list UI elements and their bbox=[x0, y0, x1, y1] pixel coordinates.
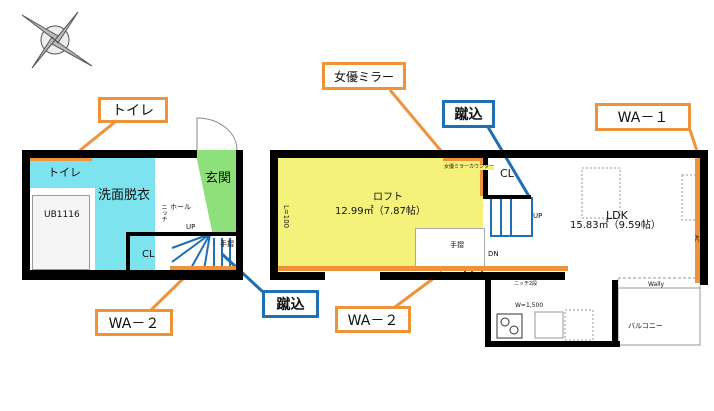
hall-label: ホール bbox=[170, 203, 191, 211]
closet-label: CL bbox=[142, 249, 155, 260]
loft-label: ロフト bbox=[373, 192, 403, 203]
stairs-up-label: UP bbox=[186, 223, 196, 231]
loft-area-label: 12.99㎡（7.87帖） bbox=[335, 206, 426, 217]
stairs-up-label-2f: UP bbox=[533, 212, 543, 220]
callout-wa2-left: WA－２ bbox=[95, 309, 173, 336]
niche-label-2f: ニッチ2段 bbox=[514, 281, 538, 287]
handrail-label-2f: 手摺 bbox=[450, 241, 464, 249]
mirror-counter-accent bbox=[443, 158, 483, 161]
compass-icon bbox=[21, 11, 93, 69]
niche-label: ニッチ bbox=[160, 204, 167, 222]
ldk-label: LDK bbox=[606, 209, 628, 222]
callout-mirror: 女優ミラー bbox=[322, 62, 406, 90]
wall-accent-mirror bbox=[480, 158, 485, 196]
wall-accent-wa1 bbox=[695, 158, 700, 283]
closet-label-2f: CL bbox=[500, 167, 514, 180]
callout-kerikomi-left: 蹴込 bbox=[262, 290, 319, 318]
washroom bbox=[95, 158, 155, 270]
wall-accent-wa2-left bbox=[170, 266, 236, 270]
washroom-label: 洗面脱衣 bbox=[98, 188, 151, 203]
mirror-counter-label: 女優ミラーカウンター bbox=[444, 164, 495, 170]
entrance-door-swing bbox=[196, 117, 238, 151]
loft-height-label: L=100 bbox=[282, 205, 290, 229]
wall-accent-wa2-right bbox=[278, 266, 568, 271]
stairs-down-label: DN bbox=[488, 250, 499, 258]
ac-label: AC bbox=[693, 235, 699, 242]
callout-kerikomi-right: 蹴込 bbox=[442, 100, 495, 128]
stove-icon bbox=[496, 313, 523, 339]
handrail-label: 手摺 bbox=[220, 240, 234, 248]
callout-wa1: WA－１ bbox=[595, 103, 691, 131]
callout-toilet: トイレ bbox=[98, 97, 168, 123]
wally-label: Wally bbox=[648, 281, 665, 288]
entrance-label: 玄関 bbox=[205, 171, 232, 186]
callout-wa2-right: WA－２ bbox=[335, 306, 411, 333]
balcony-label: バルコニー bbox=[628, 322, 663, 330]
kitchen-width-label: W=1,500 bbox=[515, 302, 544, 309]
loft-stair-void bbox=[415, 228, 485, 270]
wall-accent-toilet bbox=[30, 157, 92, 161]
toilet-label: トイレ bbox=[48, 166, 81, 179]
bath-unit bbox=[32, 195, 90, 270]
ldk-area-label: 15.83㎡（9.59帖） bbox=[570, 220, 661, 231]
bath-label: UB1116 bbox=[44, 210, 80, 220]
